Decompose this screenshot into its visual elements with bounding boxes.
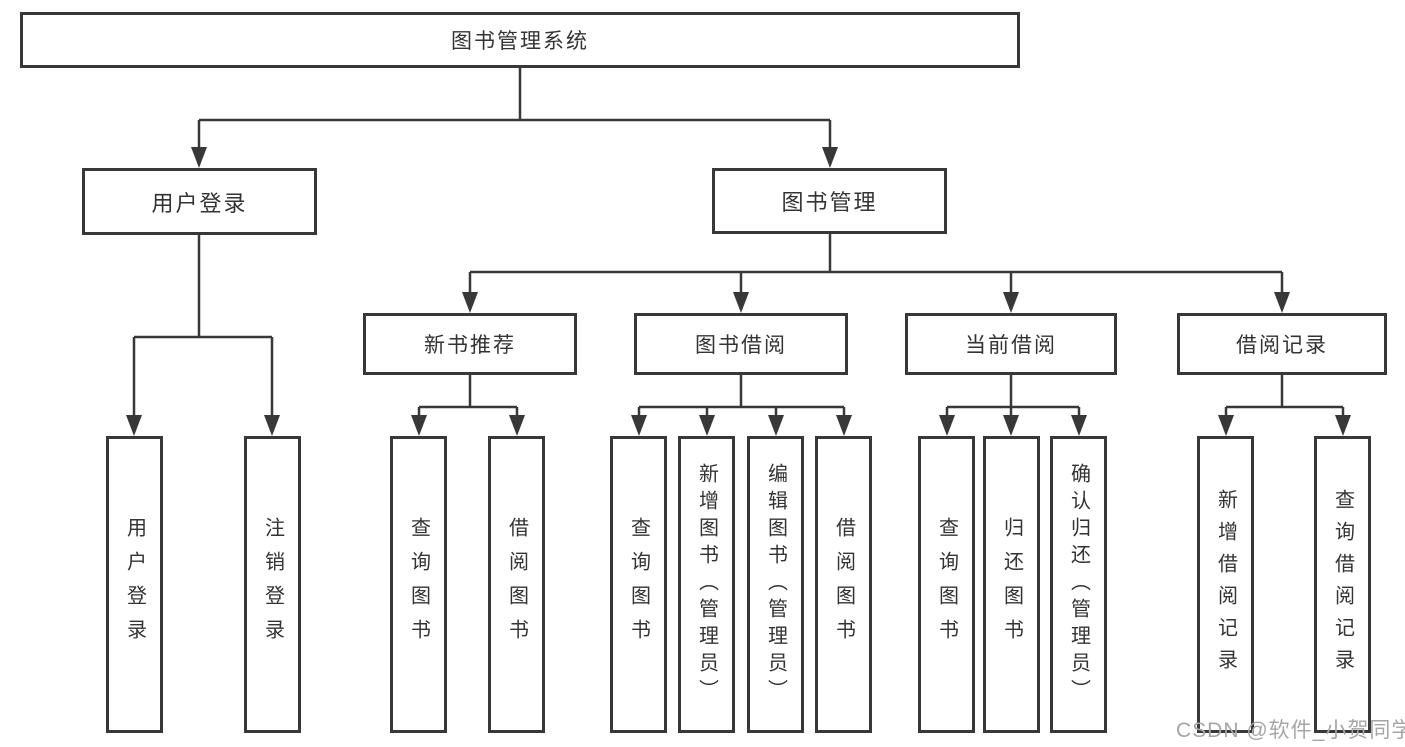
node-label: 查询图书: [407, 516, 430, 653]
node-label: 图书借阅: [695, 334, 787, 357]
connector-bookmgmt-to-level3: [462, 234, 1290, 313]
leaf-query-books-current: 查询图书: [918, 436, 975, 733]
connector-current-to-children: [939, 375, 1087, 436]
node-book-borrowing: 图书借阅: [634, 313, 848, 375]
node-label: 借阅图书: [505, 516, 528, 653]
leaf-query-books-borrow: 查询图书: [610, 436, 667, 733]
node-label: 用户登录: [123, 516, 146, 653]
leaf-return-books: 归还图书: [983, 436, 1040, 733]
csdn-watermark: CSDN @软件_小贺同学: [1176, 719, 1405, 742]
connector-records-to-children: [1218, 375, 1351, 436]
node-user-login: 用户登录: [82, 168, 317, 235]
node-label: 新增借阅记录: [1214, 488, 1237, 681]
node-label: 新书推荐: [424, 334, 516, 357]
node-label: 当前借阅: [965, 334, 1057, 357]
node-label: 查询图书: [935, 516, 958, 653]
node-label: 新增图书（管理员）: [695, 463, 718, 706]
node-label: 编辑图书（管理员）: [764, 463, 787, 706]
leaf-user-login: 用户登录: [106, 436, 163, 733]
leaf-logout: 注销登录: [244, 436, 301, 733]
node-label: 图书管理系统: [451, 30, 589, 53]
node-new-book-recommend: 新书推荐: [363, 313, 577, 375]
node-book-management: 图书管理: [712, 168, 947, 234]
leaf-add-borrow-record: 新增借阅记录: [1197, 436, 1254, 733]
leaf-borrow-books-recommend: 借阅图书: [488, 436, 545, 733]
connector-userlogin-to-children: [126, 235, 280, 436]
node-current-borrowing: 当前借阅: [905, 313, 1117, 375]
node-label: 查询借阅记录: [1331, 488, 1354, 681]
connector-newbooks-to-children: [411, 375, 525, 436]
leaf-query-borrow-record: 查询借阅记录: [1314, 436, 1371, 733]
node-label: 用户登录: [151, 190, 248, 216]
node-label: 注销登录: [261, 516, 284, 653]
connector-root-to-level2: [191, 68, 838, 168]
node-library-system: 图书管理系统: [20, 12, 1020, 68]
node-label: 确认归还（管理员）: [1067, 463, 1090, 706]
leaf-confirm-return-admin: 确认归还（管理员）: [1050, 436, 1107, 733]
node-label: 借阅图书: [832, 516, 855, 653]
leaf-add-books-admin: 新增图书（管理员）: [678, 436, 735, 733]
leaf-borrow-books: 借阅图书: [815, 436, 872, 733]
node-borrowing-records: 借阅记录: [1177, 313, 1387, 375]
connector-borrow-to-children: [631, 375, 852, 436]
leaf-edit-books-admin: 编辑图书（管理员）: [747, 436, 804, 733]
leaf-query-books-recommend: 查询图书: [390, 436, 447, 733]
node-label: 借阅记录: [1236, 334, 1328, 357]
node-label: 查询图书: [627, 516, 650, 653]
node-label: 归还图书: [1000, 516, 1023, 653]
node-label: 图书管理: [781, 190, 878, 215]
